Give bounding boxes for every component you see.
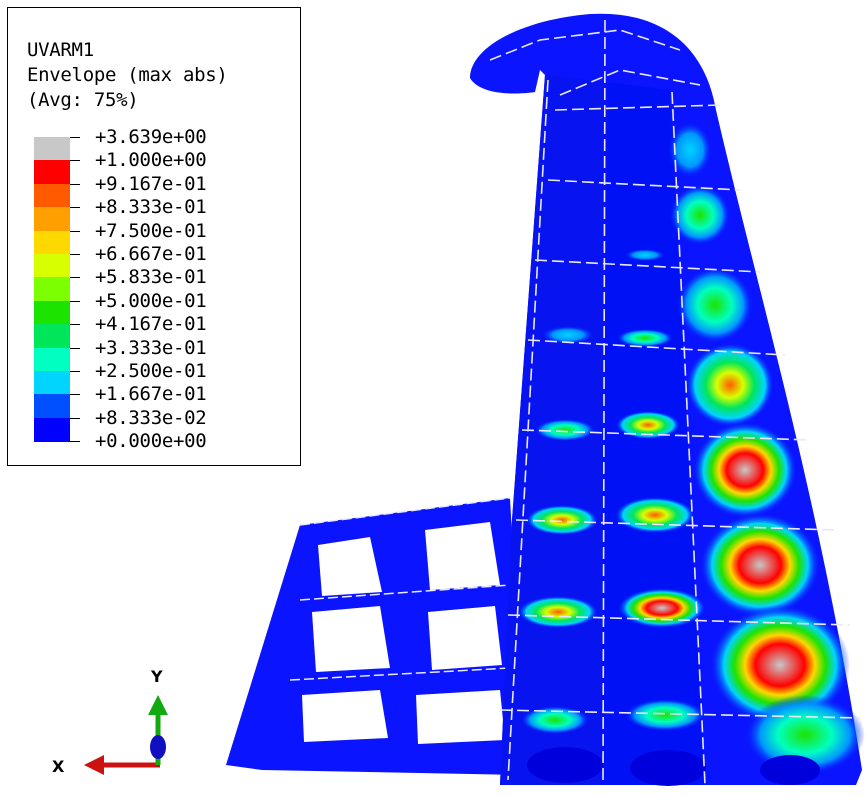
legend-color-swatch xyxy=(34,207,70,232)
legend-value-label: +1.667e-01 xyxy=(95,383,207,406)
legend-value-label: +5.833e-01 xyxy=(95,266,207,289)
legend-tick xyxy=(70,230,80,232)
contour-legend: UVARM1 Envelope (max abs) (Avg: 75%) +3.… xyxy=(7,7,301,466)
legend-color-swatch xyxy=(34,230,70,255)
legend-color-swatch xyxy=(34,183,70,208)
legend-variable: UVARM1 xyxy=(27,39,94,61)
legend-value-label: +3.639e+00 xyxy=(95,126,207,148)
legend-tick xyxy=(70,394,80,396)
legend-color-swatch xyxy=(34,254,70,278)
legend-value-label: +6.667e-01 xyxy=(95,243,207,265)
legend-color-swatch xyxy=(34,371,70,395)
legend-value-label: +0.000e+00 xyxy=(95,430,207,453)
legend-color-swatch xyxy=(34,137,70,161)
legend-tick xyxy=(70,160,80,162)
legend-value-label: +8.333e-01 xyxy=(95,196,207,219)
legend-value-label: +1.000e+00 xyxy=(95,149,207,172)
legend-value-label: +3.333e-01 xyxy=(95,336,207,359)
legend-tick xyxy=(70,183,80,185)
legend-value-label: +4.167e-01 xyxy=(95,313,207,336)
legend-value-label: +8.333e-02 xyxy=(95,406,207,429)
legend-tick xyxy=(70,300,80,302)
rib-lines xyxy=(489,19,861,786)
legend-tick xyxy=(70,277,80,279)
legend-step: Envelope (max abs) xyxy=(27,64,228,86)
legend-tick xyxy=(70,254,80,255)
axis-triad: X Y xyxy=(40,655,190,785)
legend-color-swatch xyxy=(34,394,70,419)
legend-color-swatch xyxy=(34,160,70,185)
legend-tick xyxy=(70,371,80,372)
legend-color-swatch xyxy=(34,277,70,302)
legend-color-swatch xyxy=(34,347,70,372)
legend-tick xyxy=(70,324,80,326)
legend-color-swatch xyxy=(34,324,70,349)
legend-value-label: +7.500e-01 xyxy=(95,219,207,242)
legend-averaging: (Avg: 75%) xyxy=(27,89,139,111)
y-axis-label: Y xyxy=(151,667,163,686)
legend-value-label: +5.000e-01 xyxy=(95,289,207,312)
legend-tick xyxy=(70,417,80,419)
legend-value-label: +2.500e-01 xyxy=(95,360,207,382)
stress-contours xyxy=(518,122,865,786)
legend-tick xyxy=(70,137,80,138)
left-frame xyxy=(226,497,525,775)
legend-color-swatch xyxy=(34,417,70,442)
legend-value-label: +9.167e-01 xyxy=(95,172,207,195)
z-axis-marker xyxy=(150,735,166,759)
legend-tick xyxy=(70,347,80,349)
legend-color-swatch xyxy=(34,300,70,325)
legend-tick xyxy=(70,207,80,209)
x-axis-label: X xyxy=(52,757,65,776)
legend-tick xyxy=(70,441,80,443)
